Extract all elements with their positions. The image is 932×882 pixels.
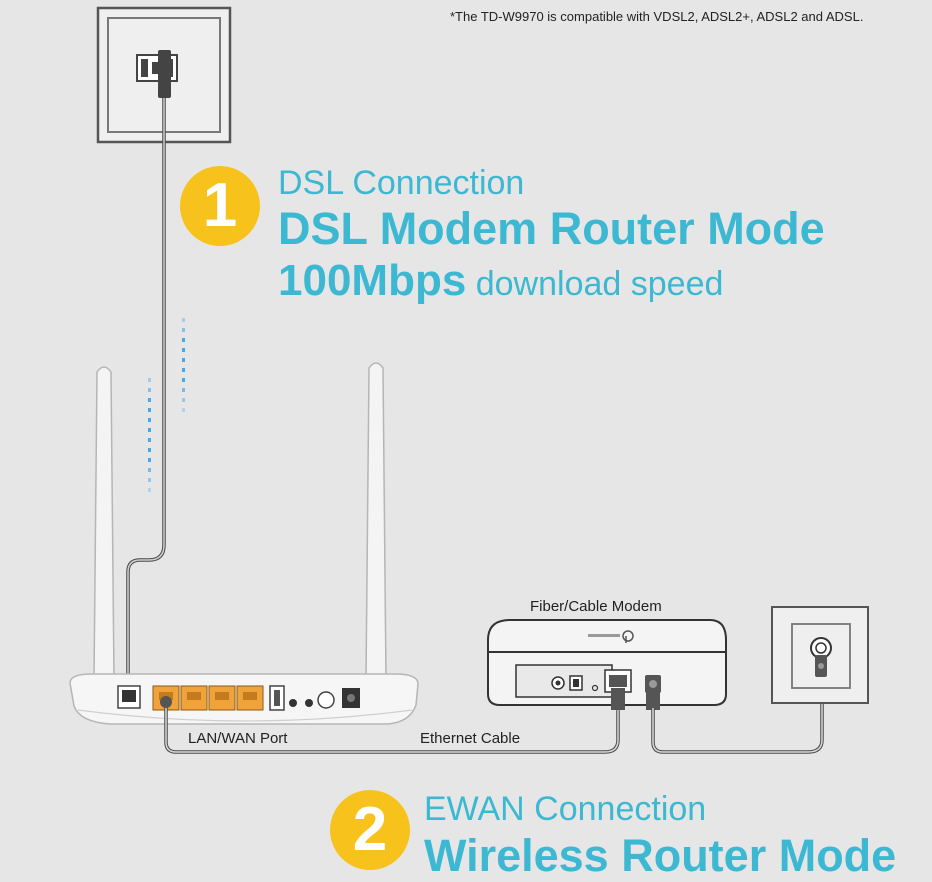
speed-text: download speed [466, 265, 724, 303]
tp-link-logo-icon [588, 630, 634, 643]
step-number-badge: 2 [330, 790, 410, 870]
lan-wan-port-label: LAN/WAN Port [188, 730, 288, 747]
fiber-cable-modem [487, 619, 727, 710]
wifi-signal-icon [148, 318, 185, 492]
coax-outlet-icon [810, 637, 832, 677]
modem-label: Fiber/Cable Modem [530, 598, 662, 615]
ethernet-cable-label: Ethernet Cable [420, 730, 521, 747]
speed-value: 100Mbps [278, 256, 467, 305]
dsl-phone-cable [126, 98, 166, 690]
section2-subtitle: EWAN Connection [424, 790, 707, 828]
router [69, 362, 419, 725]
router-antenna-right [365, 362, 387, 681]
section1-title: DSL Modem Router Mode [278, 203, 825, 254]
section1-subtitle: DSL Connection [278, 164, 525, 202]
compatibility-footnote: *The TD-W9970 is compatible with VDSL2, … [450, 9, 864, 24]
coax-wall-outlet [771, 606, 869, 704]
section1-speed: 100Mbps download speed [278, 256, 723, 306]
section2-title: Wireless Router Mode [424, 830, 897, 881]
step-number-badge: 1 [180, 166, 260, 246]
router-antenna-left [93, 366, 115, 681]
